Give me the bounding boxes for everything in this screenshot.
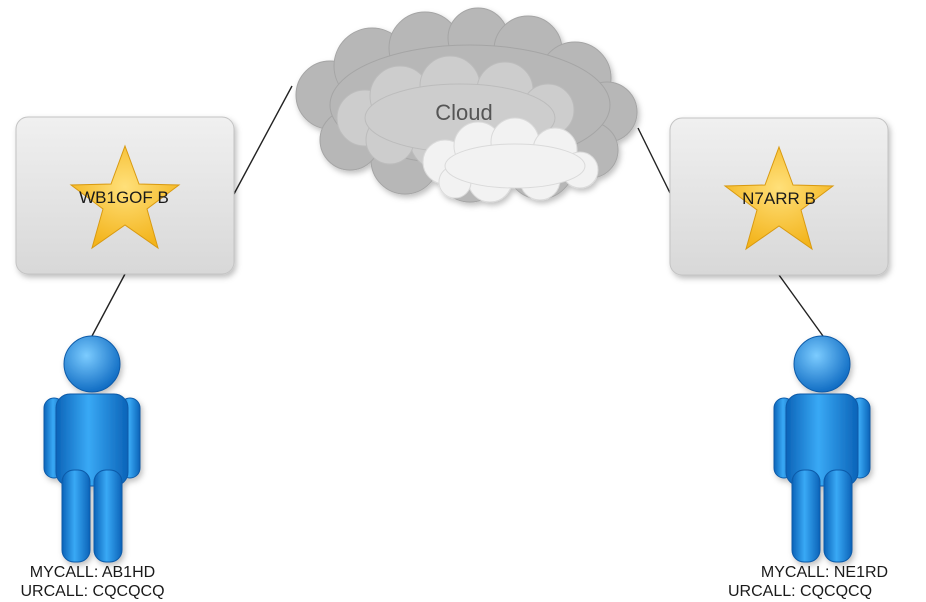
person-icon <box>43 335 141 563</box>
cloud-label: Cloud <box>435 100 492 125</box>
links <box>91 85 824 337</box>
repeater-callsign: WB1GOF B <box>79 188 169 207</box>
star-icon <box>723 145 835 251</box>
user-left <box>43 335 141 563</box>
link-cloud-to-right-repeater <box>637 127 672 196</box>
user-mycall: MYCALL: AB1HD <box>29 564 156 581</box>
user-mycall: MYCALL: NE1RD <box>760 564 889 581</box>
cloud-icon <box>295 7 638 203</box>
repeater-node-right: N7ARR B <box>669 117 889 276</box>
link-left-repeater-to-user <box>91 273 126 337</box>
link-left-repeater-to-cloud <box>233 85 293 195</box>
cloud: Cloud <box>295 7 638 203</box>
person-icon <box>773 335 871 563</box>
user-urcall: URCALL: CQCQCQ <box>20 583 165 600</box>
repeater-callsign: N7ARR B <box>742 189 816 208</box>
star-icon <box>69 144 181 250</box>
link-right-repeater-to-user <box>778 274 824 337</box>
user-left-label: MYCALL: AB1HD URCALL: CQCQCQ <box>0 563 195 601</box>
user-urcall: URCALL: CQCQCQ <box>728 583 873 600</box>
repeater-node-left: WB1GOF B <box>15 116 235 275</box>
user-right <box>773 335 871 563</box>
user-right-label: MYCALL: NE1RD URCALL: CQCQCQ <box>722 563 926 601</box>
